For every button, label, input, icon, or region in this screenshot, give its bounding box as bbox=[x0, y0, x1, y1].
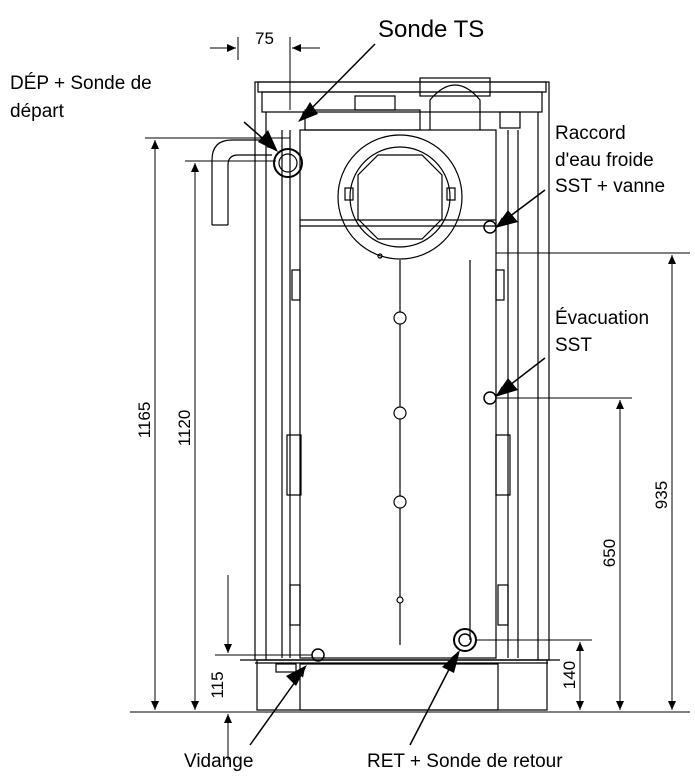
dimension-lines bbox=[130, 37, 690, 760]
dim-1165: 1165 bbox=[135, 402, 154, 439]
right-fittings bbox=[311, 220, 497, 662]
boiler-outline bbox=[254, 77, 550, 661]
boiler-base bbox=[240, 659, 560, 711]
label-raccord-line3: SST + vanne bbox=[555, 176, 665, 197]
dim-75: 75 bbox=[255, 29, 274, 48]
departure-pipe bbox=[211, 139, 303, 226]
label-vidange: Vidange bbox=[184, 751, 253, 772]
dim-115: 115 bbox=[208, 671, 227, 698]
label-sonde-ts: Sonde TS bbox=[378, 16, 484, 43]
burner-fan bbox=[337, 134, 463, 260]
label-dep-line1: DÉP + Sonde de bbox=[10, 73, 152, 94]
dim-1120: 1120 bbox=[175, 410, 194, 447]
dim-140: 140 bbox=[560, 661, 579, 689]
callout-arrowheads bbox=[258, 102, 518, 686]
dim-935: 935 bbox=[652, 481, 671, 509]
label-raccord-line2: d'eau froide bbox=[555, 150, 654, 171]
label-ret: RET + Sonde de retour bbox=[367, 751, 563, 772]
dim-650: 650 bbox=[600, 539, 619, 567]
label-dep-line2: départ bbox=[10, 101, 65, 122]
label-raccord-line1: Raccord bbox=[555, 123, 626, 144]
label-evac-line1: Évacuation bbox=[555, 308, 649, 329]
label-evac-line2: SST bbox=[555, 335, 592, 356]
center-pipe bbox=[393, 260, 471, 645]
